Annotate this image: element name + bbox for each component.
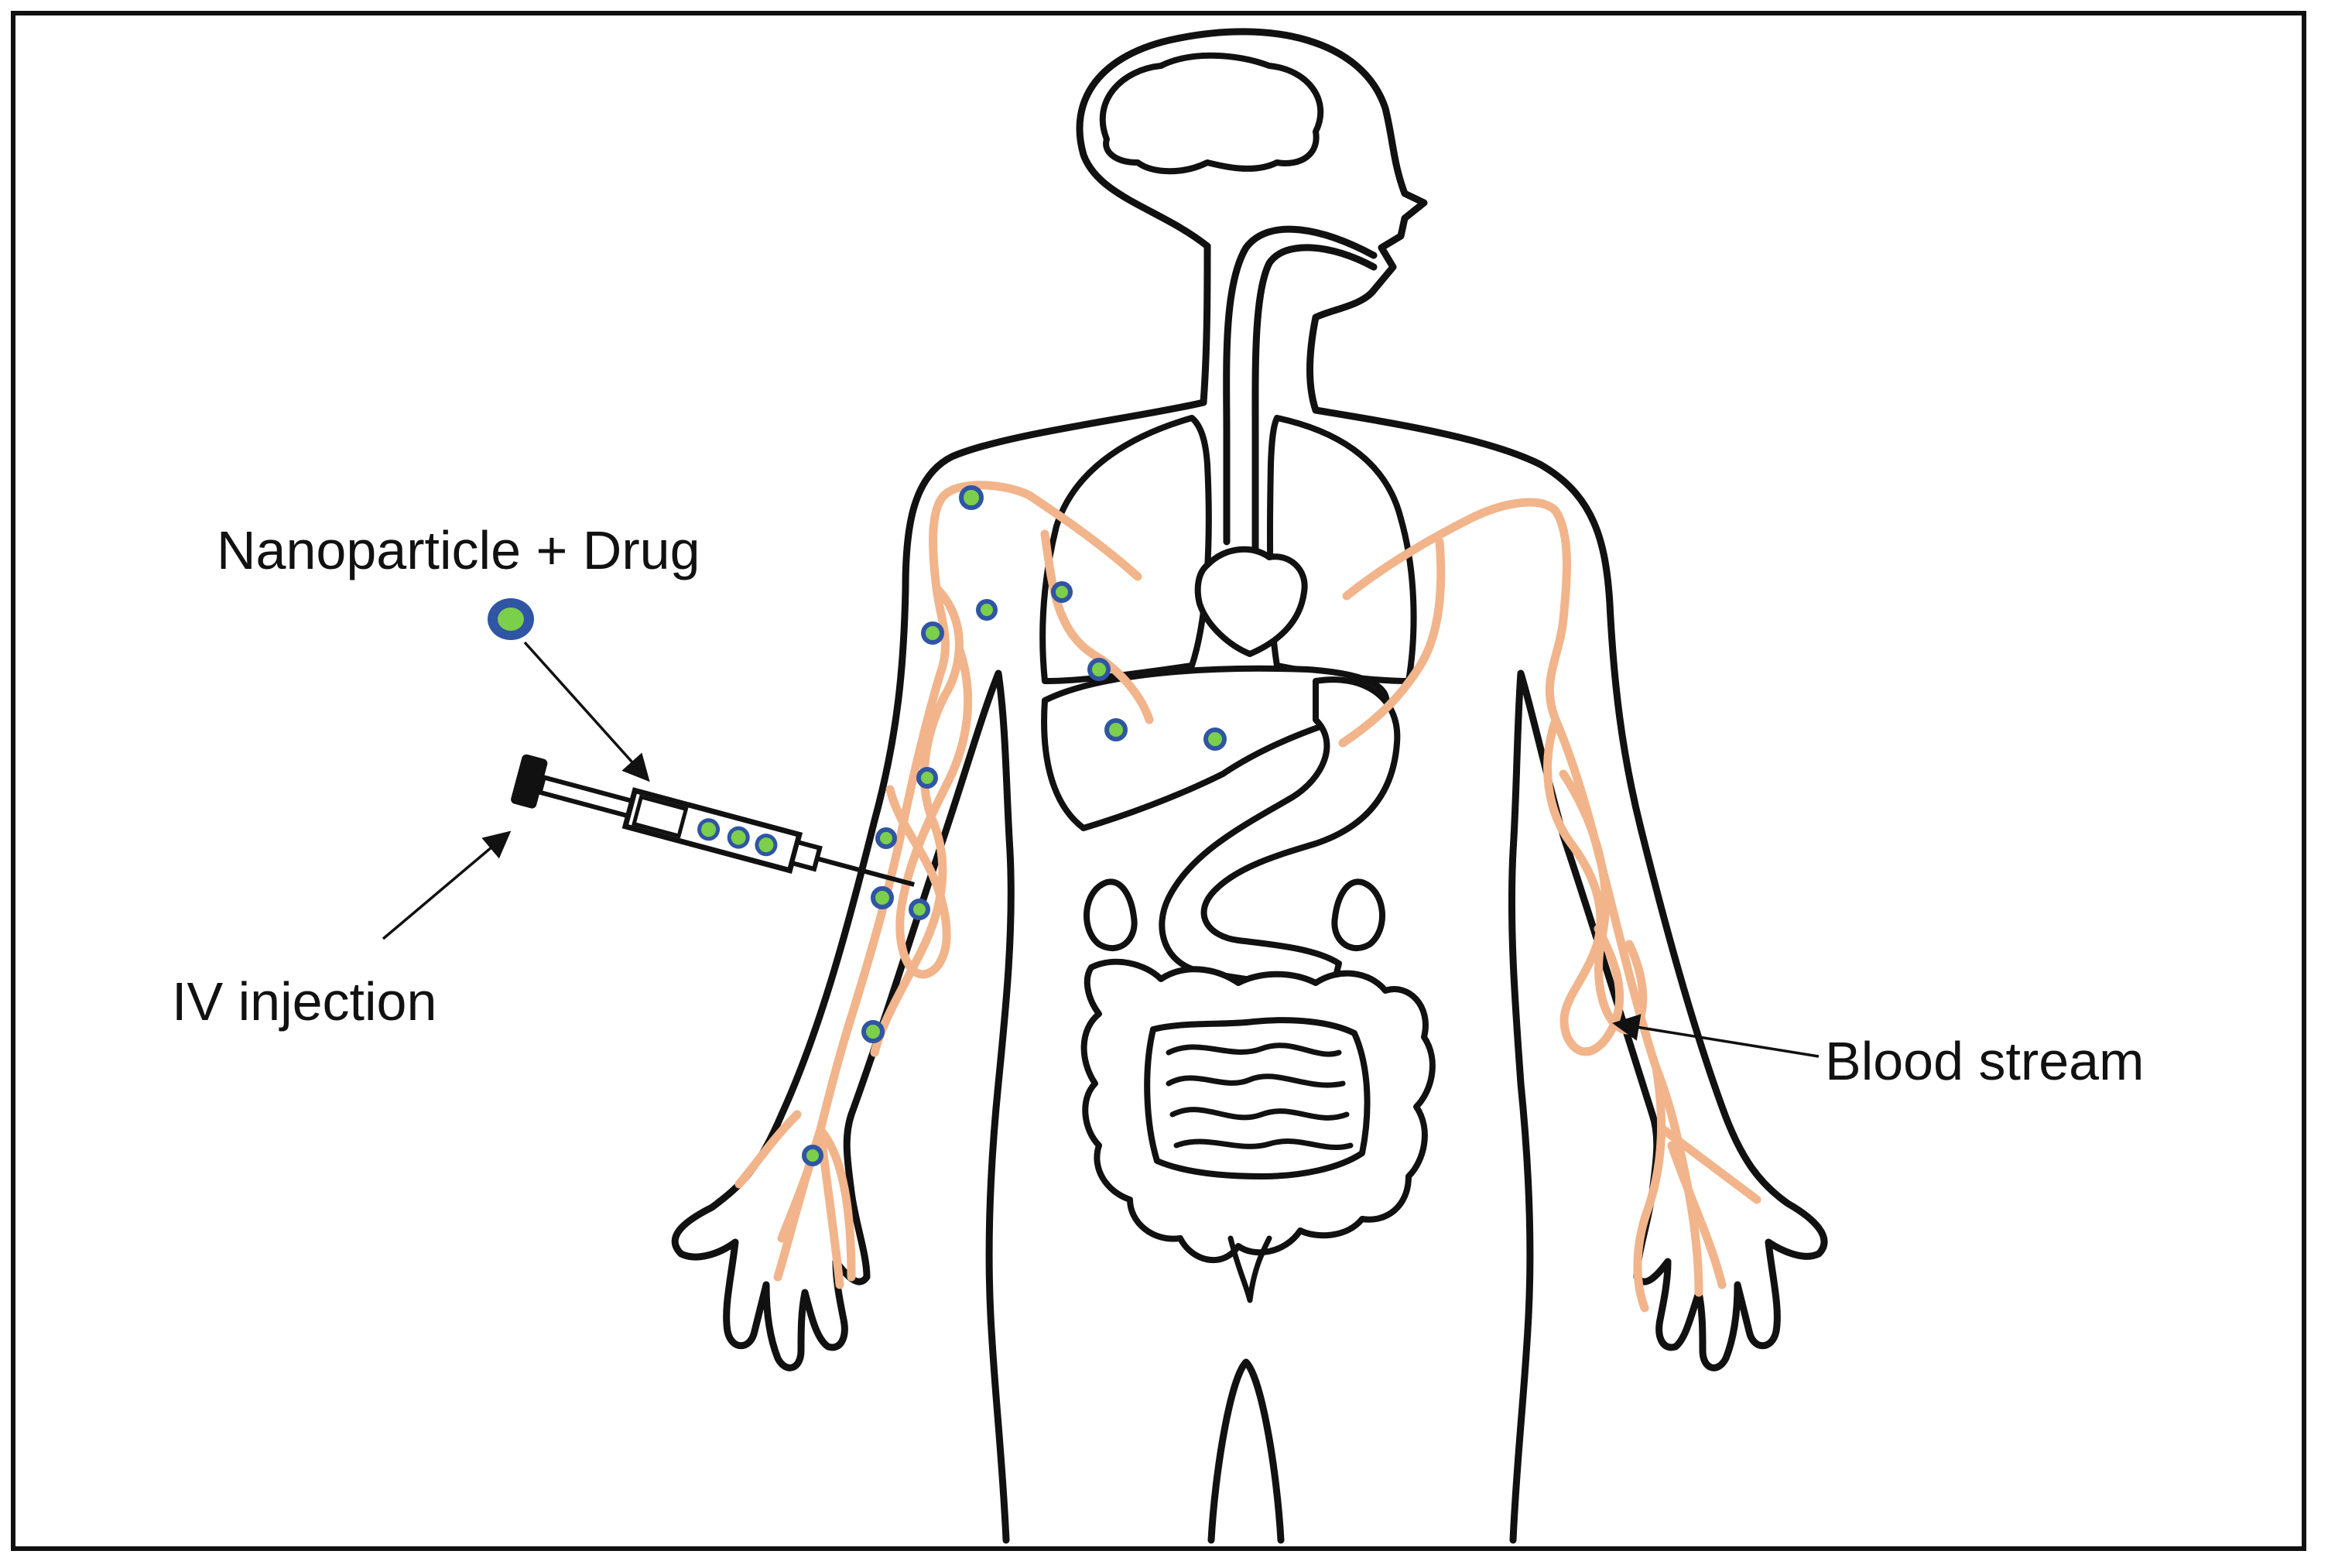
body-outline bbox=[671, 28, 1828, 1544]
injection-arrow bbox=[382, 830, 512, 940]
syringe-icon bbox=[511, 754, 915, 887]
nanoparticles-in-blood bbox=[802, 485, 1227, 1166]
airway-icon bbox=[1223, 225, 1378, 561]
nanoparticle-icon bbox=[921, 621, 944, 645]
nanoparticle-icon bbox=[916, 767, 938, 789]
nanoparticle-icon bbox=[802, 1145, 823, 1166]
legend-nanoparticle-icon bbox=[488, 598, 534, 640]
heart-icon bbox=[1194, 546, 1308, 657]
nanoparticle-arrow bbox=[523, 641, 650, 782]
nanoparticle-drug-label: Nanoparticle + Drug bbox=[217, 520, 700, 580]
nanoparticle-icon bbox=[909, 899, 930, 920]
small-intestine-icon bbox=[1144, 1017, 1371, 1179]
nanoparticle-icon bbox=[1104, 718, 1128, 741]
nanoparticle-icon bbox=[875, 827, 897, 849]
stomach-icon bbox=[1159, 676, 1401, 998]
nanoparticle-icon bbox=[1051, 581, 1073, 603]
iv-injection-label: IV injection bbox=[172, 971, 436, 1032]
blood-stream-label: Blood stream bbox=[1825, 1031, 2144, 1091]
intestine-coils bbox=[1166, 1042, 1354, 1303]
nanoparticle-icon bbox=[871, 886, 894, 909]
brain-icon bbox=[1099, 52, 1324, 175]
nanoparticle-icon bbox=[861, 1020, 885, 1043]
blood-stream-arrow bbox=[1612, 1014, 1820, 1058]
pointer-arrows bbox=[382, 641, 1820, 1058]
nanoparticle-icon bbox=[1087, 658, 1111, 681]
kidneys-icon bbox=[1084, 878, 1385, 951]
blood-stream-veins bbox=[734, 481, 1761, 1313]
nanoparticle-icon bbox=[976, 599, 998, 621]
nanoparticle-icon bbox=[959, 485, 984, 510]
nanoparticle-icon bbox=[1203, 728, 1227, 751]
